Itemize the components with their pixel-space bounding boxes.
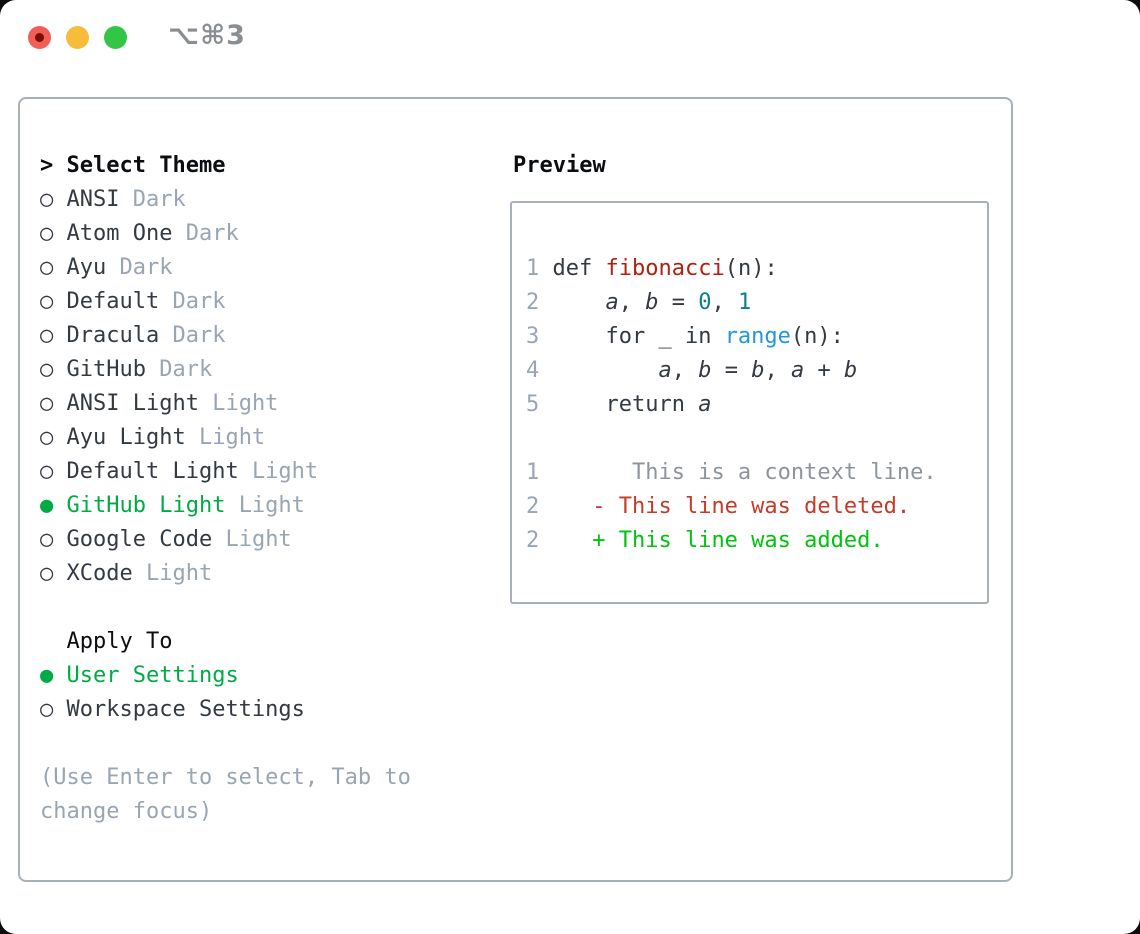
code-line-4: 4 a, b = b, a + b: [526, 358, 858, 383]
preview-column: Preview 1 def fibonacci(n): 2 a, b = 0, 1…: [495, 149, 1010, 604]
theme-option-dracula-dark[interactable]: ○ Dracula Dark: [40, 323, 226, 348]
keyboard-shortcut-label: ⌥⌘3: [168, 20, 246, 51]
theme-option-ayu-light[interactable]: ○ Ayu Light Light: [40, 425, 266, 450]
blank-line: [526, 218, 987, 252]
blank-line: [526, 422, 987, 456]
diff-context-line: 1 This is a context line.: [526, 460, 937, 485]
radio-icon: ○: [40, 527, 67, 552]
radio-icon: ○: [40, 289, 67, 314]
code-line-3: 3 for _ in range(n):: [526, 324, 844, 349]
radio-selected-icon: ●: [40, 493, 67, 518]
radio-icon: ○: [40, 697, 67, 722]
theme-picker-panel: > Select Theme ○ ANSI Dark ○ Atom One Dark…: [18, 97, 1013, 882]
focus-cursor: >: [40, 153, 67, 178]
radio-icon: ○: [40, 425, 67, 450]
zoom-button[interactable]: [104, 26, 127, 49]
line-number: 2: [526, 290, 553, 315]
theme-option-default-dark[interactable]: ○ Default Dark: [40, 289, 226, 314]
radio-icon: ○: [40, 221, 67, 246]
select-theme-header: > Select Theme: [40, 153, 226, 178]
theme-list: > Select Theme ○ ANSI Dark ○ Atom One Dark…: [40, 149, 485, 829]
close-dot-icon: [35, 33, 44, 42]
theme-option-xcode-light[interactable]: ○ XCode Light: [40, 561, 213, 586]
close-button[interactable]: [28, 26, 51, 49]
theme-option-atom-one-dark[interactable]: ○ Atom One Dark: [40, 221, 239, 246]
theme-option-ansi-dark[interactable]: ○ ANSI Dark: [40, 187, 186, 212]
apply-option-workspace-settings[interactable]: ○ Workspace Settings: [40, 697, 305, 722]
hint-line: change focus): [40, 799, 213, 824]
diff-added-line: 2 + This line was added.: [526, 528, 884, 553]
spacer: [40, 727, 485, 761]
line-number: 2: [526, 528, 540, 553]
radio-icon: ○: [40, 391, 67, 416]
radio-icon: ○: [40, 561, 67, 586]
radio-selected-icon: ●: [40, 663, 67, 688]
apply-option-user-settings[interactable]: ● User Settings: [40, 663, 239, 688]
preview-box: 1 def fibonacci(n): 2 a, b = 0, 1 3 for _ …: [510, 201, 989, 604]
hint-line: (Use Enter to select, Tab to: [40, 765, 411, 790]
diff-deleted-line: 2 - This line was deleted.: [526, 494, 911, 519]
window-titlebar: ⌥⌘3: [0, 0, 1140, 97]
code-line-1: 1 def fibonacci(n):: [526, 256, 778, 281]
theme-option-ansi-light[interactable]: ○ ANSI Light Light: [40, 391, 279, 416]
theme-option-github-light[interactable]: ● GitHub Light Light: [40, 493, 305, 518]
radio-icon: ○: [40, 323, 67, 348]
theme-option-ayu-dark[interactable]: ○ Ayu Dark: [40, 255, 173, 280]
theme-option-github-dark[interactable]: ○ GitHub Dark: [40, 357, 213, 382]
spacer: [40, 591, 485, 625]
minimize-button[interactable]: [66, 26, 89, 49]
code-line-2: 2 a, b = 0, 1: [526, 290, 752, 315]
line-number: 2: [526, 494, 540, 519]
traffic-lights: [28, 26, 127, 49]
radio-icon: ○: [40, 255, 67, 280]
line-number: 4: [526, 358, 553, 383]
line-number: 3: [526, 324, 553, 349]
theme-option-google-code-light[interactable]: ○ Google Code Light: [40, 527, 292, 552]
apply-to-label: Apply To: [40, 629, 173, 654]
radio-icon: ○: [40, 187, 67, 212]
theme-option-default-light[interactable]: ○ Default Light Light: [40, 459, 319, 484]
line-number: 1: [526, 460, 540, 485]
code-line-5: 5 return a: [526, 392, 712, 417]
line-number: 1: [526, 256, 553, 281]
radio-icon: ○: [40, 459, 67, 484]
radio-icon: ○: [40, 357, 67, 382]
preview-title: Preview: [513, 153, 606, 178]
line-number: 5: [526, 392, 553, 417]
